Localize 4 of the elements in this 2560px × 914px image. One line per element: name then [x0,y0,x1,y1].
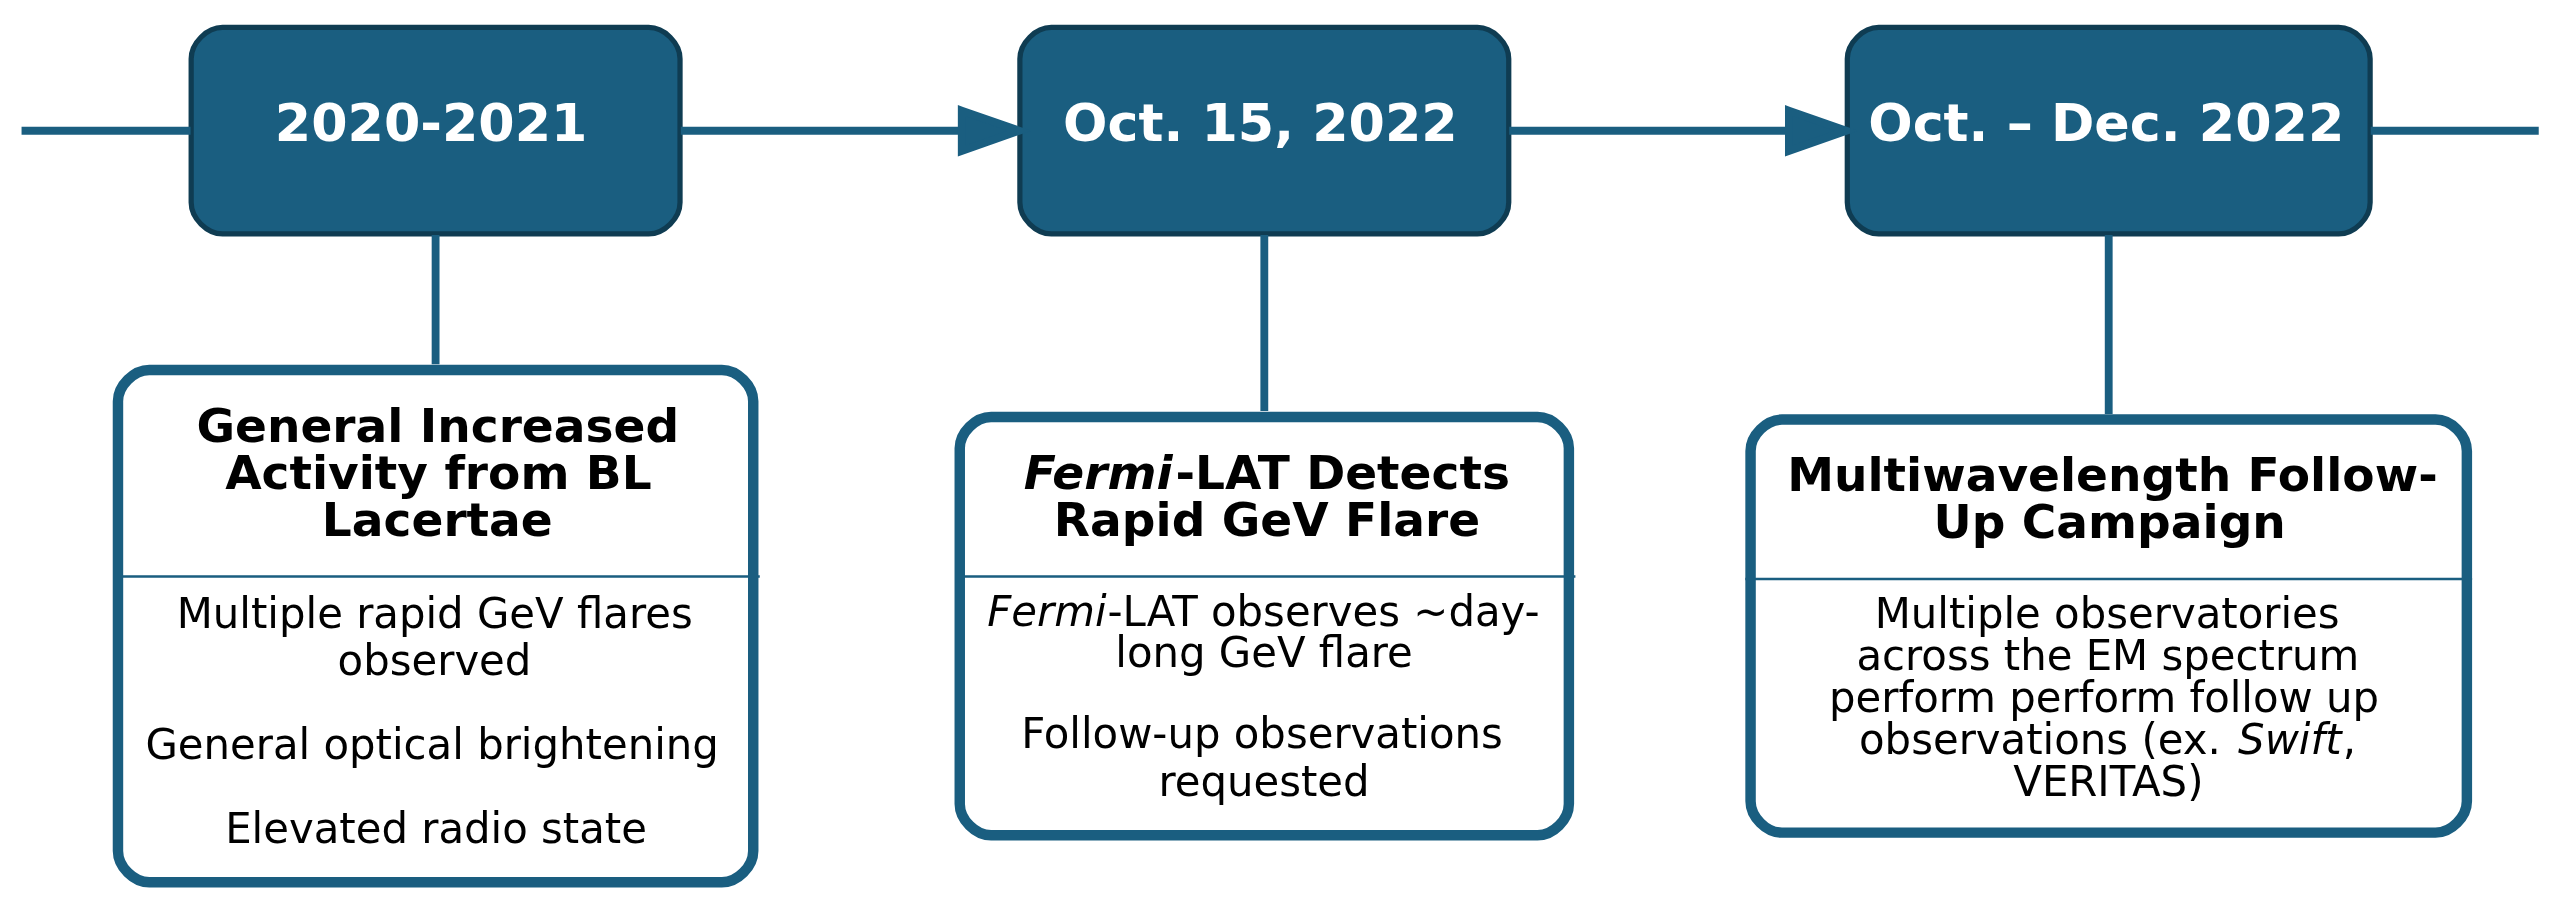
node-box: Oct. 15, 2022 [1017,24,1512,237]
node-box: 2020-2021 [188,24,683,237]
node-box: Oct. – Dec. 2022 [1844,24,2373,237]
connector [431,234,440,364]
